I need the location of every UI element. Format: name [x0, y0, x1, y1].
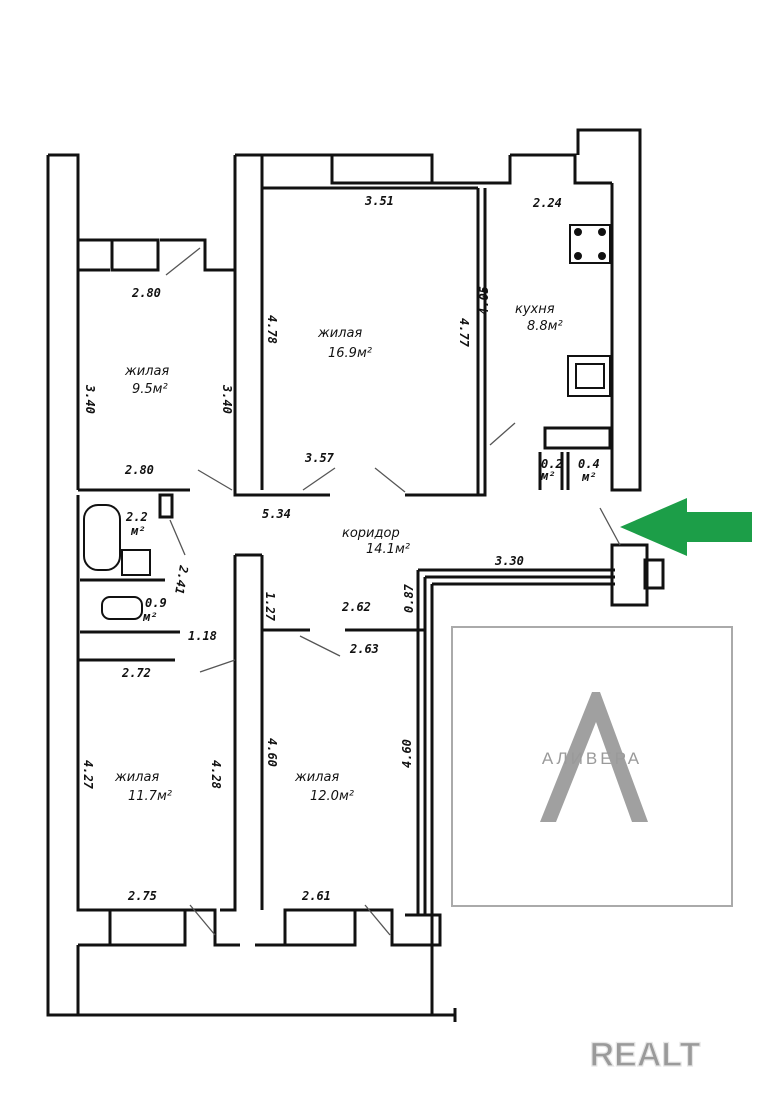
entrance-arrow-icon: [620, 498, 752, 556]
room-name: м²: [142, 610, 157, 624]
room-name: м²: [540, 469, 555, 483]
dimension: 2.72: [121, 666, 151, 680]
room-name: м²: [130, 524, 145, 538]
room-area: 14.1м²: [366, 542, 410, 557]
room-area: 0.2: [541, 457, 563, 471]
room-area: 12.0м²: [310, 789, 354, 804]
dimension: 5.34: [262, 507, 291, 521]
toilet-icon: [101, 596, 143, 620]
room-name: коридор: [342, 526, 400, 541]
dimension: 3.30: [494, 554, 524, 568]
walls: [46, 128, 665, 1022]
washbasin-icon: [121, 549, 151, 576]
dimension: 4.78: [265, 315, 279, 344]
room-name: кухня: [515, 302, 555, 317]
door-swings: [165, 247, 621, 936]
dimension: 3.57: [304, 451, 335, 465]
dimension: 3.40: [220, 384, 234, 414]
dimension: 1.27: [263, 592, 277, 622]
room-area: 11.7м²: [128, 789, 172, 804]
room-area: 8.8м²: [527, 319, 563, 334]
stove-icon: [569, 224, 611, 264]
room-area: 16.9м²: [328, 346, 372, 361]
dimension: 2.75: [127, 889, 157, 903]
room-name: жилая: [114, 770, 159, 785]
dimension: 3.51: [364, 194, 394, 208]
agency-logo-icon: [540, 692, 648, 822]
room-labels: жилая 9.5м² жилая 16.9м² кухня 8.8м² кор…: [114, 302, 600, 804]
room-area: 0.4: [578, 457, 600, 471]
room-name: жилая: [294, 770, 339, 785]
room-name: м²: [581, 470, 596, 484]
dimension: 2.24: [532, 196, 562, 210]
dimension: 2.41: [172, 563, 191, 595]
bathtub-icon: [83, 504, 121, 571]
room-area: 9.5м²: [132, 382, 168, 397]
fixtures: [83, 224, 611, 620]
dimension: 4.27: [81, 760, 95, 790]
dimension: 3.40: [83, 384, 97, 414]
dimension: 4.05: [477, 286, 491, 315]
sink-icon: [567, 355, 611, 397]
dimension: 2.61: [301, 889, 331, 903]
dimension: 2.63: [349, 642, 379, 656]
dimension: 0.87: [402, 583, 416, 613]
room-name: жилая: [124, 364, 169, 379]
dimension: 2.80: [131, 286, 161, 300]
dimension: 2.80: [124, 463, 154, 477]
dimension: 4.28: [209, 760, 223, 789]
dimension: 4.77: [457, 318, 471, 348]
dimension: 4.60: [265, 738, 279, 767]
dimension: 2.62: [341, 600, 371, 614]
room-area: 2.2: [125, 510, 148, 524]
site-watermark: REALT: [590, 1036, 701, 1074]
dimension: 4.60: [400, 739, 414, 768]
agency-name: АЛИВЕРА: [542, 749, 642, 768]
room-area: 0.9: [145, 596, 167, 610]
dimension: 1.18: [188, 629, 217, 643]
dimension-labels: 2.80 3.40 3.40 2.80 4.78 4.77 3.51 3.57 …: [81, 194, 562, 903]
room-name: жилая: [317, 326, 362, 341]
agency-watermark: АЛИВЕРА: [451, 626, 733, 907]
